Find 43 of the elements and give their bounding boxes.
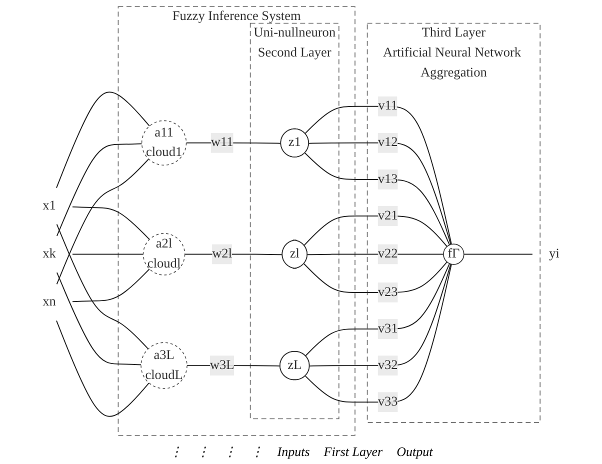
connector [56, 224, 149, 350]
connector [56, 320, 150, 417]
label-text: ⋮ [169, 444, 182, 460]
connector [184, 254, 284, 256]
edge-label: v11 [378, 98, 398, 113]
connector [304, 106, 452, 245]
connector [304, 264, 452, 403]
node-circle: a3L cloudL [140, 342, 188, 389]
connector [56, 272, 142, 366]
edge-label: v21 [378, 208, 398, 223]
node-circle: a2l cloudl [142, 233, 186, 276]
edge-label: v31 [378, 322, 398, 336]
node-text: xk [42, 246, 56, 261]
edge-label: w11 [210, 135, 234, 150]
node-text: xn [42, 294, 56, 310]
connector [72, 206, 150, 240]
node-circle: a11 cloud1 [141, 120, 187, 166]
connector [463, 254, 533, 255]
edge-label: v12 [378, 135, 398, 150]
edge-label: w3L [210, 358, 234, 372]
connector [304, 216, 448, 247]
edge-label: w2l [212, 246, 232, 261]
edge-label: v23 [378, 284, 398, 300]
label-text: ⋮ [250, 444, 264, 460]
connector [56, 158, 150, 285]
label-text: Inputs [277, 444, 310, 460]
edge-label: v32 [378, 358, 398, 372]
node-text: yi [549, 246, 560, 261]
node-circle: fΓ [443, 244, 464, 265]
label-text: First Layer [324, 444, 383, 460]
label-text: ⋮ [223, 444, 236, 460]
label-text: Output [396, 444, 433, 460]
label-text: ⋮ [196, 444, 210, 460]
edge-label: v13 [378, 172, 398, 186]
node-text: x1 [42, 198, 56, 213]
connector [56, 92, 150, 188]
connector [72, 268, 150, 302]
connector [56, 143, 142, 236]
connector [307, 254, 444, 256]
edge-label: v33 [378, 394, 398, 409]
edge-label: v22 [378, 246, 398, 261]
connector [304, 261, 448, 293]
connector [72, 254, 144, 255]
